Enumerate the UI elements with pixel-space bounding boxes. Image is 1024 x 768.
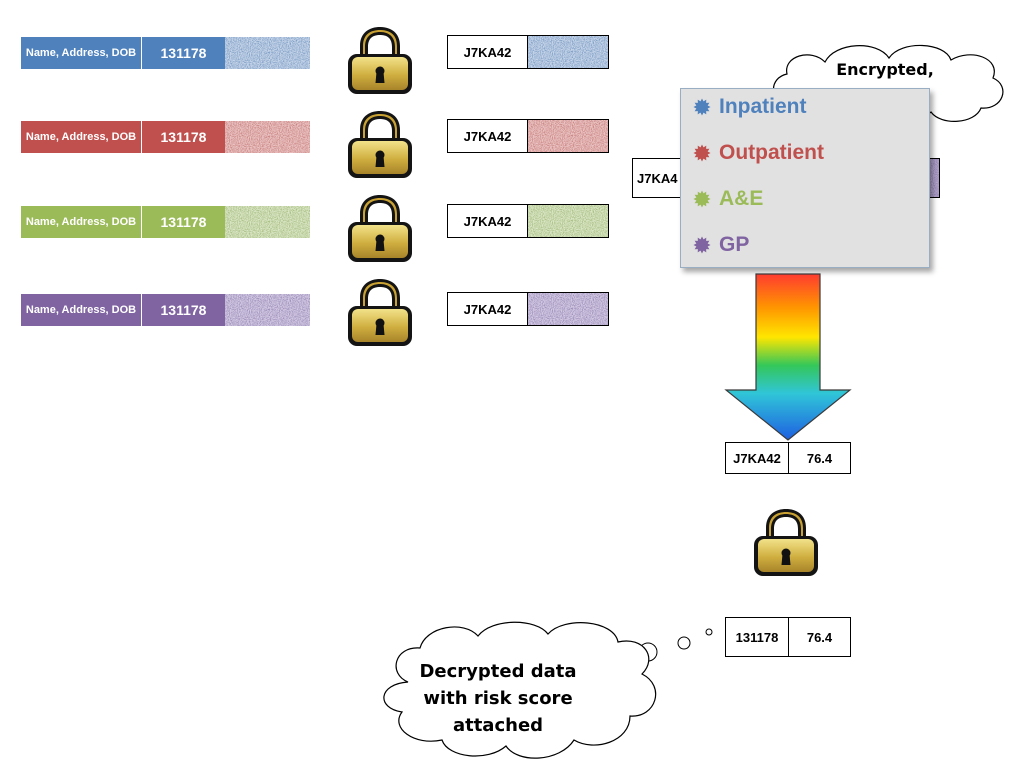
encrypted-cloud-text: Encrypted,	[836, 60, 934, 79]
scored-record-score-cell: 76.4	[788, 442, 851, 474]
rainbow-down-arrow	[724, 273, 852, 441]
legend-label: A&E	[719, 187, 764, 210]
encrypted-record-id-cell: J7KA42	[447, 292, 528, 326]
starburst-bullet-icon	[693, 98, 711, 116]
legend-label: Outpatient	[719, 141, 824, 164]
decrypted-record-id: 131178	[735, 629, 779, 645]
record-name-cell: Name, Address, DOB	[21, 294, 141, 326]
scored-record-score: 76.4	[806, 450, 833, 466]
record-data-noise	[225, 121, 310, 153]
decrypted-cloud-line: Decrypted data	[419, 661, 577, 682]
record-name-cell: Name, Address, DOB	[21, 37, 141, 69]
encrypted-record-id: J7KA42	[463, 44, 512, 60]
encrypted-record-id-cell: J7KA42	[447, 119, 528, 153]
scored-record-id-cell: J7KA42	[725, 442, 789, 474]
legend-item-a-e: A&E	[693, 187, 763, 211]
decrypted-cloud-line: attached	[452, 715, 544, 736]
starburst-bullet-icon	[693, 236, 711, 254]
padlock-icon	[348, 27, 412, 94]
decrypted-cloud-text: Decrypted data with risk score attached	[408, 658, 588, 739]
linked-record-noise	[928, 158, 940, 198]
record-data-noise	[225, 37, 310, 69]
encrypted-record-noise	[527, 292, 609, 326]
record-id-cell: 131178	[141, 294, 225, 326]
padlock-icon	[348, 111, 412, 178]
encrypted-record-id: J7KA42	[463, 301, 512, 317]
encrypted-record-id-cell: J7KA42	[447, 35, 528, 69]
decrypted-thought-cloud	[383, 621, 713, 759]
starburst-bullet-icon	[693, 190, 711, 208]
encrypted-record-noise	[527, 119, 609, 153]
padlock-icon	[348, 279, 412, 346]
record-name-cell: Name, Address, DOB	[21, 121, 141, 153]
starburst-bullet-icon	[693, 144, 711, 162]
record-id-cell: 131178	[141, 37, 225, 69]
record-id-cell: 131178	[141, 121, 225, 153]
legend-item-gp: GP	[693, 233, 749, 257]
decrypted-record-score-cell: 76.4	[788, 617, 851, 657]
record-id-cell: 131178	[141, 206, 225, 238]
record-data-noise	[225, 294, 310, 326]
legend-item-outpatient: Outpatient	[693, 141, 824, 165]
record-name-cell: Name, Address, DOB	[21, 206, 141, 238]
encrypted-record-noise	[527, 35, 609, 69]
linked-record-id: J7KA4	[637, 170, 678, 186]
encrypted-record-noise	[527, 204, 609, 238]
encrypted-record-id: J7KA42	[463, 213, 512, 229]
legend-label: Inpatient	[719, 95, 807, 118]
padlock-icon	[754, 509, 818, 576]
decrypted-record-id-cell: 131178	[725, 617, 789, 657]
padlock-icon	[348, 195, 412, 262]
decrypted-record-score: 76.4	[806, 629, 833, 645]
encrypted-record-id: J7KA42	[463, 128, 512, 144]
record-data-noise	[225, 206, 310, 238]
legend-label: GP	[719, 233, 750, 256]
scored-record-id: J7KA42	[733, 450, 781, 466]
encrypted-record-id-cell: J7KA42	[447, 204, 528, 238]
legend-item-inpatient: Inpatient	[693, 95, 807, 119]
decrypted-cloud-line: with risk score	[423, 688, 573, 709]
